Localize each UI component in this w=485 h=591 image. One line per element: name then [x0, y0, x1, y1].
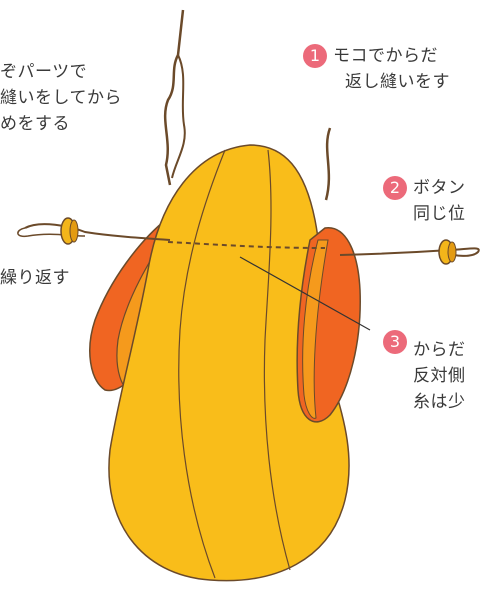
- body-seam-2: [263, 149, 291, 571]
- stitch-line: [167, 241, 326, 249]
- thread-top-left-2: [171, 54, 186, 179]
- left-note-line2: 縫いをしてから: [0, 88, 122, 108]
- body-seam-1: [178, 149, 226, 579]
- step-3-line1: からだ: [413, 340, 466, 360]
- step-3-line3: 糸は少: [413, 392, 466, 412]
- left-note-line4: 繰り返す: [0, 268, 70, 288]
- right-button-icon: [438, 239, 457, 265]
- step-3-badge: 3: [383, 330, 407, 354]
- left-note-line3: めをする: [0, 114, 70, 134]
- step-1-line2: 返し縫いをす: [345, 72, 450, 92]
- step-2-badge: 2: [383, 176, 407, 200]
- left-thread: [24, 223, 171, 241]
- left-note-line1: ぞパーツで: [0, 62, 88, 82]
- right-thread: [339, 247, 480, 257]
- step-3-line2: 反対側: [413, 366, 466, 386]
- right-ear-inner: [302, 239, 329, 419]
- step-1-badge: 1: [303, 44, 327, 68]
- thread-top-left: [163, 9, 185, 186]
- step-2-line2: 同じ位: [413, 204, 466, 224]
- left-button-icon: [60, 217, 79, 245]
- step-2-line1: ボタン: [413, 178, 466, 198]
- step-1-line1: モコでからだ: [333, 46, 438, 66]
- thread-top-right: [324, 127, 332, 201]
- step3-pointer-line: [239, 256, 371, 331]
